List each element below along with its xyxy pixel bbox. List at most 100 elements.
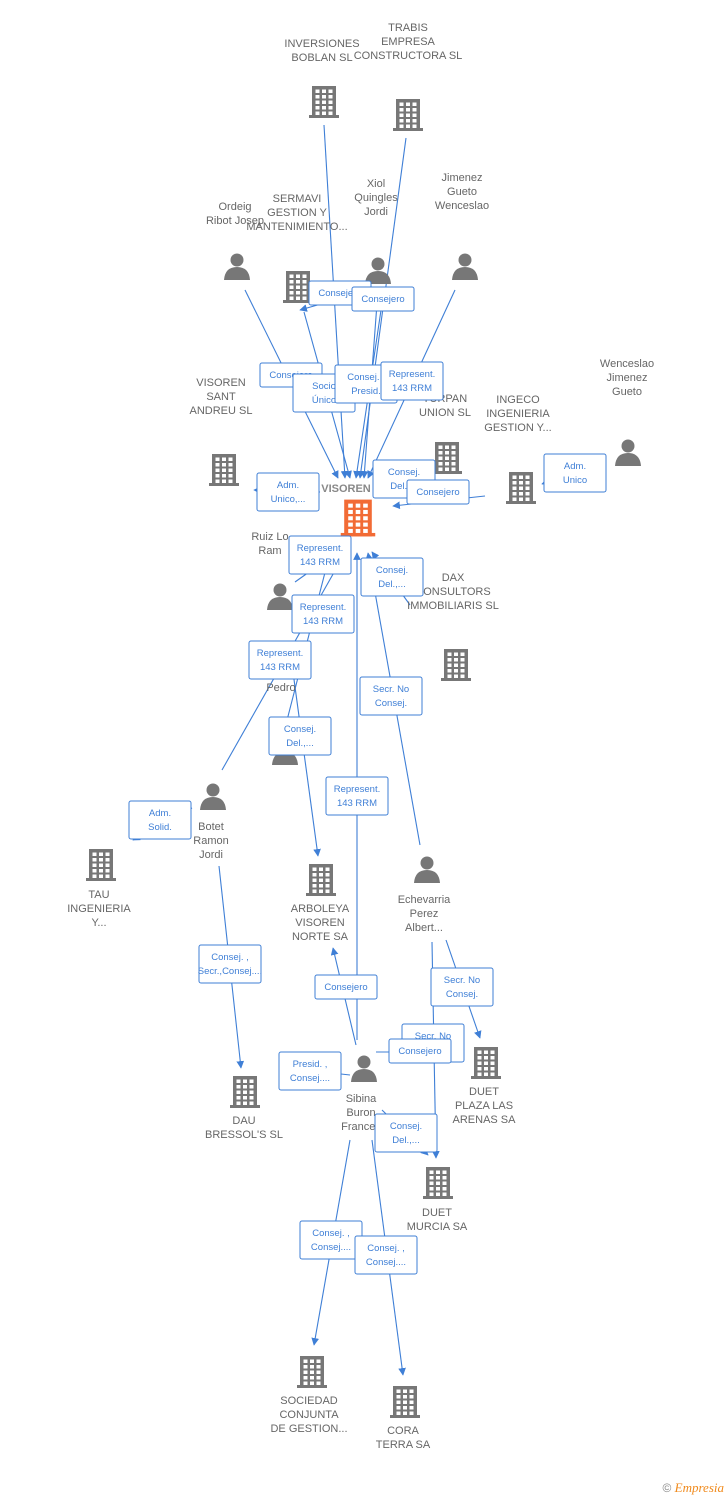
edge-label[interactable]: Consejero (406, 479, 470, 505)
edge-label[interactable]: Consej.Del.,... (374, 1113, 438, 1153)
edge-label-box[interactable] (388, 1038, 452, 1064)
building-window (296, 285, 300, 289)
edge-label[interactable]: Represent.143 RRM (248, 640, 312, 680)
building-window (228, 474, 233, 478)
person-icon[interactable] (452, 253, 478, 281)
edge-label-box[interactable] (291, 594, 355, 634)
edge-label-box[interactable] (299, 1220, 363, 1260)
edge-label[interactable]: Represent.143 RRM (325, 776, 389, 816)
building-icon[interactable] (230, 1076, 260, 1108)
edge-label[interactable]: Adm.Unico (543, 453, 607, 493)
edge-label-box[interactable] (288, 535, 352, 575)
node-tau[interactable]: TAUINGENIERIAY... (67, 849, 131, 929)
building-icon[interactable] (340, 499, 376, 537)
building-icon[interactable] (393, 99, 423, 131)
edge-label-box[interactable] (198, 944, 262, 984)
edge-label[interactable]: Adm.Unico,... (256, 472, 320, 512)
edge-label[interactable]: Consejero (314, 974, 378, 1000)
edge-label[interactable]: Adm.Solid. (128, 800, 192, 840)
edge-label-text: Secr. No (444, 975, 480, 986)
building-window (445, 462, 449, 466)
edge-label-box[interactable] (128, 800, 192, 840)
edge-label-box[interactable] (314, 974, 378, 1000)
edge-label[interactable]: Consejero (351, 286, 415, 312)
edge-label-box[interactable] (351, 286, 415, 312)
building-icon[interactable] (86, 849, 116, 881)
building-icon[interactable] (390, 1386, 420, 1418)
person-icon[interactable] (267, 583, 293, 611)
edge-label-box[interactable] (374, 1113, 438, 1153)
edge-label[interactable]: Consej. ,Consej.... (354, 1235, 418, 1275)
edge-label-box[interactable] (354, 1235, 418, 1275)
person-icon[interactable] (414, 856, 440, 884)
edge-label[interactable]: Represent.143 RRM (291, 594, 355, 634)
edge-label[interactable]: Consej.Del.,... (360, 557, 424, 597)
edge-label[interactable]: Represent.143 RRM (380, 361, 444, 401)
person-icon[interactable] (365, 257, 391, 285)
building-icon[interactable] (506, 472, 536, 504)
edge-label-box[interactable] (359, 676, 423, 716)
building-icon[interactable] (297, 1356, 327, 1388)
edge-label-box[interactable] (406, 479, 470, 505)
edge-label-box[interactable] (248, 640, 312, 680)
edge-label[interactable]: Presid. ,Consej.... (278, 1051, 342, 1091)
building-base (86, 878, 116, 881)
person-icon[interactable] (351, 1055, 377, 1083)
brand-logo-text[interactable]: Empresia (674, 1480, 724, 1495)
edge-label-box[interactable] (380, 361, 444, 401)
building-icon[interactable] (432, 442, 462, 474)
edge-label[interactable]: Consejero (388, 1038, 452, 1064)
node-visoren[interactable]: VISOREN (321, 483, 376, 537)
building-window (243, 1096, 247, 1100)
building-window (409, 1411, 414, 1415)
edge-label-box[interactable] (430, 967, 494, 1007)
person-icon[interactable] (224, 253, 250, 281)
edge-label[interactable]: Consej.Del.,... (268, 716, 332, 756)
edge-label-text: Consej. (375, 698, 407, 709)
edge-label-box[interactable] (268, 716, 332, 756)
person-icon[interactable] (200, 783, 226, 811)
edge-label[interactable]: Consej. ,Secr.,Consej.... (198, 944, 262, 984)
edge-label[interactable]: Consej. ,Consej.... (299, 1220, 363, 1260)
edge-label-box[interactable] (325, 776, 389, 816)
building-icon[interactable] (306, 864, 336, 896)
building-icon[interactable] (423, 1167, 453, 1199)
building-window (484, 1056, 488, 1060)
person-icon[interactable] (615, 439, 641, 467)
edge-label-box[interactable] (543, 453, 607, 493)
edge-label-box[interactable] (360, 557, 424, 597)
building-icon[interactable] (309, 86, 339, 118)
node-echevarria[interactable]: EchevarriaPerezAlbert... (398, 856, 451, 935)
building-icon[interactable] (283, 271, 313, 303)
edge-label[interactable]: Represent.143 RRM (288, 535, 352, 575)
building-icon[interactable] (471, 1047, 501, 1079)
building-icon[interactable] (441, 649, 471, 681)
person-head (458, 253, 472, 267)
building-window (228, 468, 233, 472)
edge-label-box[interactable] (278, 1051, 342, 1091)
building-icon[interactable] (209, 454, 239, 486)
edge-label-box[interactable] (256, 472, 320, 512)
